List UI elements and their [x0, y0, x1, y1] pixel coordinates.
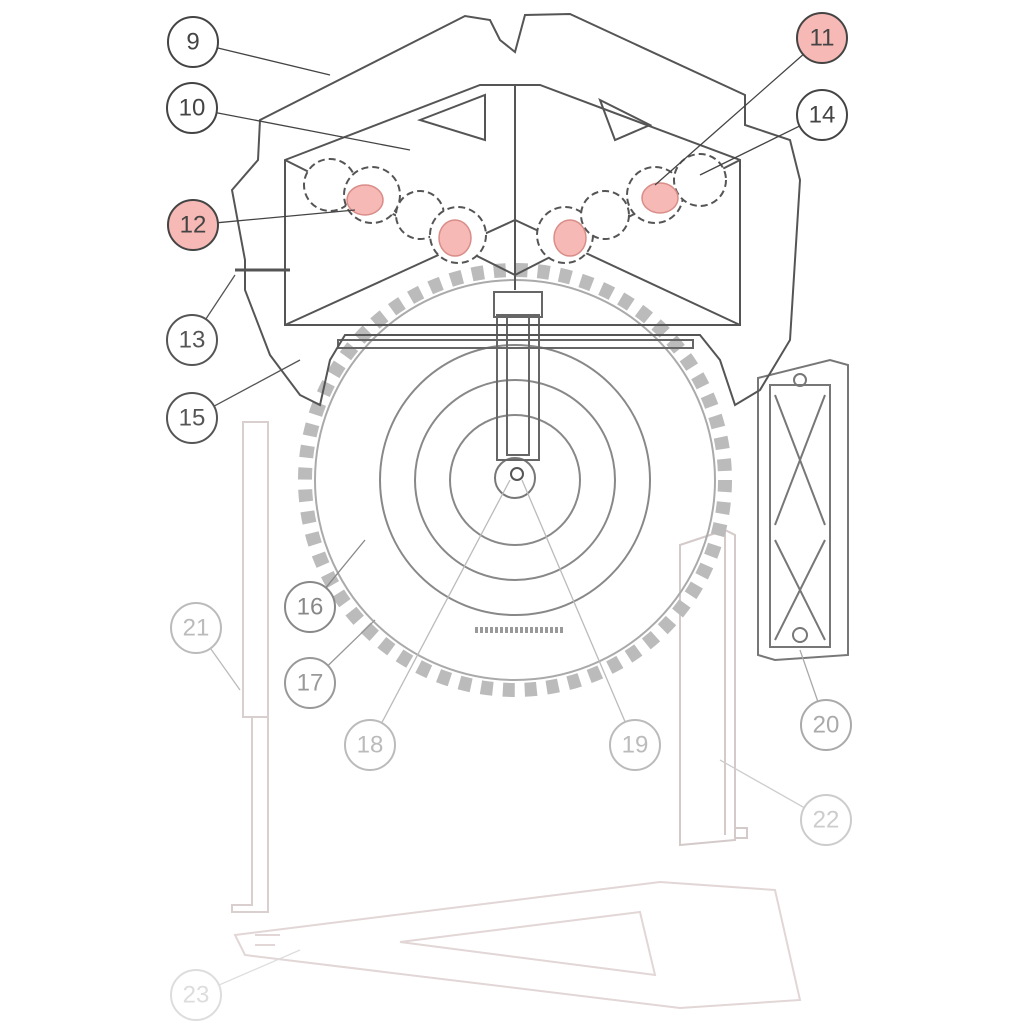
- callout-circle: [170, 969, 222, 1021]
- callout-23: 23: [170, 969, 222, 1021]
- callout-label: 16: [297, 594, 324, 621]
- callout-label: 17: [297, 670, 324, 697]
- leader-line-22: [719, 759, 805, 809]
- callout-16: 16: [284, 581, 336, 633]
- callout-circle: [284, 657, 336, 709]
- leader-line-10: [216, 112, 411, 151]
- callouts: 9 10 11 12 13 14 15 16 17 18 19 20 21 22 23: [166, 12, 852, 1021]
- callout-circle: [609, 719, 661, 771]
- leader-line-15: [213, 359, 301, 407]
- callout-circle: [284, 581, 336, 633]
- callout-label: 20: [813, 712, 840, 739]
- callout-circle: [796, 12, 848, 64]
- callout-circle: [166, 392, 218, 444]
- callout-label: 18: [357, 732, 384, 759]
- leader-line-14: [699, 125, 800, 176]
- callout-11: 11: [796, 12, 848, 64]
- callout-label: 13: [179, 327, 206, 354]
- main-frame: [230, 12, 802, 407]
- callout-circle: [800, 699, 852, 751]
- callout-circle: [166, 314, 218, 366]
- callout-10: 10: [166, 82, 218, 134]
- base-plate: [233, 880, 802, 1010]
- leader-line-16: [325, 539, 366, 589]
- callout-label: 14: [809, 102, 836, 129]
- leader-line-21: [209, 648, 241, 691]
- callout-label: 11: [810, 25, 835, 52]
- side-panel: [757, 358, 849, 662]
- callout-circle: [796, 89, 848, 141]
- callout-label: 19: [622, 732, 649, 759]
- left-post: [231, 421, 269, 913]
- leader-line-18: [381, 479, 511, 724]
- callout-circle: [800, 794, 852, 846]
- callout-21: 21: [170, 602, 222, 654]
- callout-14: 14: [796, 89, 848, 141]
- callout-label: 22: [813, 807, 840, 834]
- callout-label: 9: [186, 29, 199, 56]
- callout-22: 22: [800, 794, 852, 846]
- leader-line-11: [654, 54, 804, 186]
- leader-line-12: [217, 209, 356, 224]
- callout-19: 19: [609, 719, 661, 771]
- callout-circle: [167, 199, 219, 251]
- callout-13: 13: [166, 314, 218, 366]
- leader-line-23: [218, 949, 301, 986]
- callout-label: 15: [179, 405, 206, 432]
- callout-label: 23: [183, 982, 210, 1009]
- callout-label: 10: [179, 95, 206, 122]
- sprocket-gears: [303, 153, 727, 264]
- leader-line-19: [521, 479, 626, 723]
- callout-17: 17: [284, 657, 336, 709]
- callout-circle: [166, 82, 218, 134]
- callout-circle: [170, 602, 222, 654]
- leader-line-20: [799, 649, 819, 702]
- highlighted-parts: [346, 182, 679, 257]
- leader-line-9: [217, 47, 331, 76]
- callout-circle: [344, 719, 396, 771]
- callout-label: 21: [183, 615, 210, 642]
- callout-9: 9: [167, 16, 219, 68]
- leader-line-17: [327, 619, 376, 667]
- callout-label: 12: [180, 212, 207, 239]
- callout-20: 20: [800, 699, 852, 751]
- callout-15: 15: [166, 392, 218, 444]
- gear-plate: [337, 339, 694, 349]
- callout-18: 18: [344, 719, 396, 771]
- callout-circle: [167, 16, 219, 68]
- leader-line-13: [205, 274, 236, 320]
- callout-12: 12: [167, 199, 219, 251]
- leader-lines: [205, 47, 819, 986]
- vertical-arm: [493, 291, 543, 461]
